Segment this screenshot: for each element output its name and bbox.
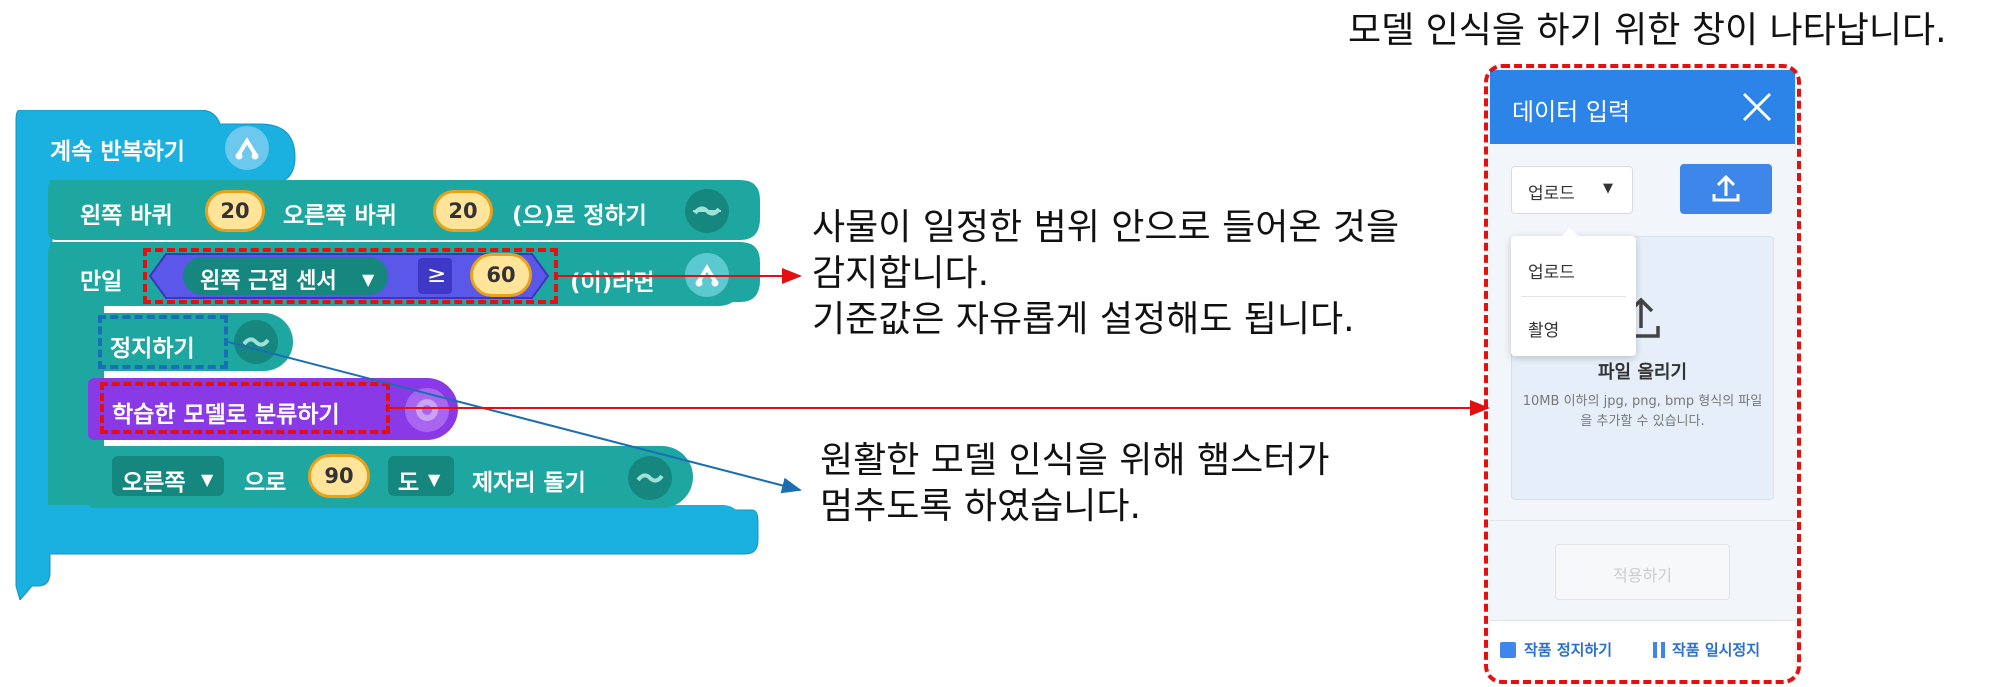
sensor-highlight-box: [143, 248, 558, 304]
source-select-value: 업로드: [1528, 184, 1575, 204]
chevron-down-icon: ▼: [1603, 181, 1613, 196]
stop-square-icon: [1500, 642, 1516, 658]
hamster-link-icon: [685, 189, 729, 233]
left-wheel-label: 왼쪽 바퀴: [80, 203, 173, 229]
upload-button[interactable]: [1680, 164, 1772, 214]
dropdown-option-upload[interactable]: 업로드: [1528, 263, 1575, 283]
dropdown-pointer: [1561, 228, 1579, 237]
operator-box[interactable]: [418, 258, 452, 294]
wheels-suffix: (으)로 정하기: [512, 203, 647, 229]
sensor-note-line: 기준값은 자유롭게 설정해도 됩니다.: [812, 299, 1355, 340]
chevron-down-icon: ▼: [428, 470, 441, 489]
if-block-body: [48, 300, 88, 515]
stop-note-line: 원활한 모델 인식을 위해 햄스터가: [820, 440, 1330, 481]
classify-highlight-box: [100, 382, 390, 434]
direction-label: 오른쪽: [122, 470, 186, 496]
stop-note: 원활한 모델 인식을 위해 햄스터가 멈추도록 하였습니다.: [820, 438, 1329, 530]
apply-label: 적용하기: [1613, 566, 1672, 585]
stop-note-line: 멈추도록 하였습니다.: [820, 486, 1141, 527]
turn-suffix: 제자리 돌기: [472, 470, 586, 496]
data-input-panel: 데이터 입력 업로드 ▼ 파일 올리기 10MB 이하의 jpg, png, b…: [1490, 70, 1795, 681]
block-code-area: 계속 반복하기 왼쪽 바퀴 20 오른쪽 바퀴 20 (으)로 정하기 만일 왼…: [0, 0, 780, 687]
dropdown-option-camera[interactable]: 촬영: [1528, 321, 1560, 341]
turn-text1: 으로: [244, 470, 287, 496]
repeat-block-shape: [15, 110, 759, 600]
panel-footer: [1490, 620, 1795, 681]
sensor-note-line: 사물이 일정한 범위 안으로 들어온 것을: [812, 207, 1400, 248]
turn-link-icon: [628, 456, 672, 500]
stop-project-button[interactable]: 작품 정지하기: [1524, 641, 1613, 659]
left-wheel-value[interactable]: 20: [205, 190, 265, 232]
chevron-down-icon: ▼: [362, 270, 375, 289]
apply-button[interactable]: [1555, 544, 1730, 600]
pause-icon: [1652, 642, 1666, 658]
sensor-note: 사물이 일정한 범위 안으로 들어온 것을 감지합니다. 기준값은 자유롭게 설…: [812, 205, 1399, 343]
right-wheel-value[interactable]: 20: [433, 190, 493, 232]
wheels-block[interactable]: [48, 180, 748, 240]
panel-divider: [1490, 520, 1795, 521]
panel-header: [1490, 70, 1795, 144]
direction-dropdown[interactable]: [112, 456, 224, 496]
close-icon[interactable]: [1738, 88, 1776, 126]
stop-link-icon: [234, 320, 278, 364]
dropdown-divider: [1521, 296, 1626, 297]
classify-label: 학습한 모델로 분류하기: [112, 402, 340, 428]
upload-desc-line: 10MB 이하의 jpg, png, bmp 형식의 파일: [1522, 394, 1763, 409]
sensor-dropdown[interactable]: [183, 257, 388, 295]
upload-title: 파일 올리기: [1597, 362, 1688, 383]
if-label: 만일: [80, 269, 123, 295]
unit-dropdown[interactable]: [388, 456, 454, 496]
upload-desc-line: 을 추가할 수 있습니다.: [1580, 414, 1705, 429]
if-suffix: (이)라면: [570, 270, 655, 296]
ai-brain-icon: [405, 388, 449, 432]
turn-angle-value[interactable]: 90: [308, 454, 370, 498]
right-wheel-label: 오른쪽 바퀴: [283, 203, 397, 229]
repeat-label[interactable]: 계속 반복하기: [50, 139, 185, 165]
upload-icon: [1712, 174, 1740, 202]
unit-label: 도: [398, 470, 420, 496]
threshold-value[interactable]: 60: [470, 253, 532, 297]
stop-arrow: [227, 341, 802, 494]
panel-title: 데이터 입력: [1512, 98, 1631, 126]
repeat-flow-icon: [225, 126, 269, 170]
sensor-label: 왼쪽 근접 센서: [200, 269, 337, 294]
source-select[interactable]: [1511, 166, 1633, 214]
panel-highlight-box: [1484, 64, 1801, 684]
pause-project-button[interactable]: 작품 일시정지: [1672, 641, 1761, 659]
sensor-note-line: 감지합니다.: [812, 253, 990, 294]
chevron-down-icon: ▼: [201, 470, 214, 489]
stop-label: 정지하기: [110, 336, 195, 362]
operator-label: ≥: [427, 262, 447, 288]
panel-caption: 모델 인식을 하기 위한 창이 나타납니다.: [1348, 10, 1947, 51]
if-block-bottom: [48, 505, 743, 545]
stop-highlight-box: [98, 315, 228, 369]
